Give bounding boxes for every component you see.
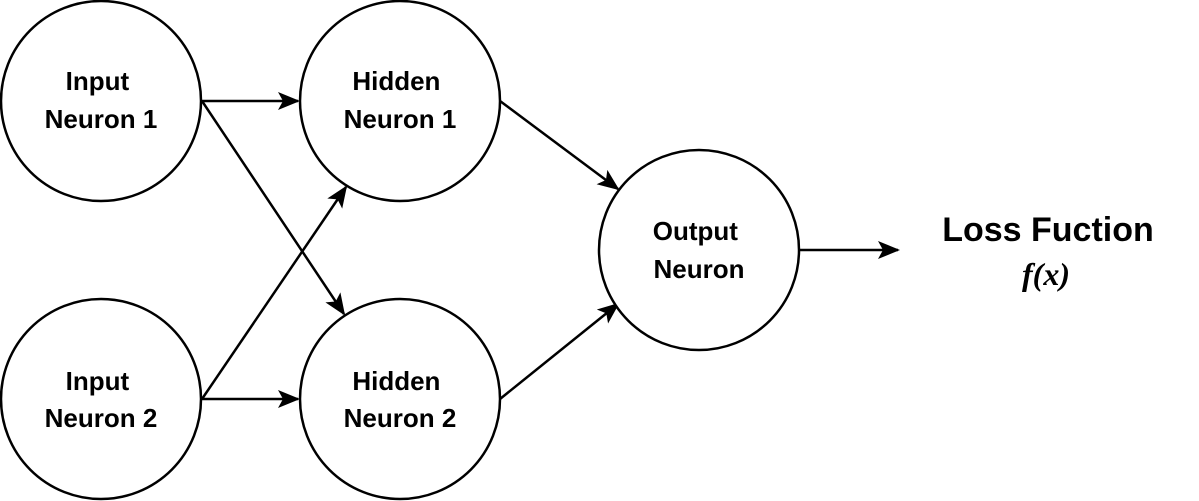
input-neuron-1: Input Neuron 1: [0, 0, 203, 203]
edges: [200, 92, 900, 408]
hidden-neuron-1-label-line1: Hidden: [352, 66, 440, 96]
svg-text:Input Neuron 2: Input Neuron 2: [45, 366, 158, 433]
output-neuron-label-line1: Output: [653, 216, 739, 246]
hidden-neuron-2-circle: [298, 297, 502, 501]
hidden-neuron-2-label-line1: Hidden: [352, 366, 440, 396]
hidden-neuron-1-label-line2: Neuron 1: [344, 104, 457, 134]
input-neuron-1-label-line2: Neuron 1: [45, 104, 158, 134]
output-neuron-circle: [597, 148, 801, 352]
input-neuron-2-label-line2: Neuron 2: [45, 403, 158, 433]
edge-hidden1-output: [499, 99, 620, 191]
input-neuron-2-label-line1: Input: [66, 366, 130, 396]
hidden-neuron-2: Hidden Neuron 2: [298, 297, 502, 501]
input-neuron-1-circle: [0, 0, 203, 203]
svg-text:Hidden Neuron 2: Hidden Neuron 2: [344, 366, 457, 433]
edge-input2-hidden1: [200, 185, 348, 400]
hidden-neuron-2-label-line2: Neuron 2: [344, 403, 457, 433]
loss-function-title: Loss Fuction: [942, 211, 1154, 249]
input-neuron-1-label-line1: Input: [66, 66, 130, 96]
svg-text:Input Neuron 1: Input Neuron 1: [45, 66, 158, 134]
input-neuron-2: Input Neuron 2: [0, 297, 203, 501]
loss-function-formula: f(x): [1022, 256, 1070, 292]
hidden-neuron-1: Hidden Neuron 1: [298, 0, 502, 203]
svg-text:Hidden Neuron 1: Hidden Neuron 1: [344, 66, 457, 134]
svg-text:Output Neuron: Output Neuron: [653, 216, 745, 284]
hidden-neuron-1-circle: [298, 0, 502, 203]
edge-hidden2-output: [499, 302, 620, 400]
input-neuron-2-circle: [0, 297, 203, 501]
output-neuron-label-line2: Neuron: [654, 254, 745, 284]
output-neuron: Output Neuron: [597, 148, 801, 352]
edge-input1-hidden2: [200, 100, 346, 316]
loss-function: Loss Fuction f(x): [942, 211, 1154, 292]
